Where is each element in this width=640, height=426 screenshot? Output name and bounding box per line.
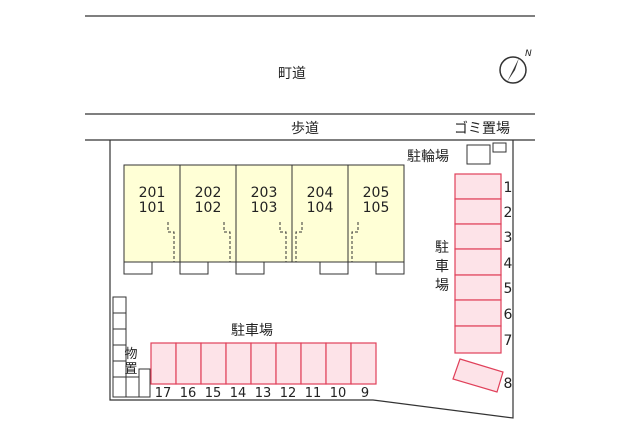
parking-right-label: 駐車場 xyxy=(435,240,449,294)
unit-upper-number: 201 xyxy=(139,185,166,201)
parking-space-9 xyxy=(350,342,377,385)
parking-number: 4 xyxy=(504,256,513,272)
unit-5: 205 105 xyxy=(347,164,405,275)
parking-space-10 xyxy=(325,342,352,385)
parking-bottom: 17 16 15 14 13 12 11 10 9 xyxy=(150,342,377,401)
parking-number: 1 xyxy=(504,180,513,196)
bicycle-parking-box xyxy=(466,144,491,165)
parking-right: 1 2 3 4 5 6 7 8 xyxy=(452,173,513,393)
parking-space-7 xyxy=(454,325,502,354)
parking-space-8 xyxy=(452,358,504,393)
parking-number: 2 xyxy=(504,205,513,221)
unit-upper-number: 204 xyxy=(307,185,334,201)
bicycle-label: 駐輪場 xyxy=(407,148,449,165)
road-label: 町道 xyxy=(278,66,306,82)
parking-number: 6 xyxy=(504,307,513,323)
parking-number: 15 xyxy=(205,386,222,401)
parking-space-4 xyxy=(454,248,502,276)
parking-space-3 xyxy=(454,223,502,250)
parking-space-12 xyxy=(275,342,302,385)
parking-number: 10 xyxy=(330,386,347,401)
garbage-box xyxy=(492,142,507,153)
building: 201 101 202 102 203 103 204 104 xyxy=(123,164,405,275)
compass-icon: N xyxy=(499,49,532,84)
unit-1: 201 101 xyxy=(123,164,181,275)
unit-lower-number: 101 xyxy=(139,200,166,216)
parking-number: 14 xyxy=(230,386,247,401)
parking-number: 3 xyxy=(504,230,513,246)
garbage-label: ゴミ置場 xyxy=(454,120,510,137)
parking-space-6 xyxy=(454,299,502,327)
parking-number: 7 xyxy=(504,333,513,349)
parking-number: 11 xyxy=(305,386,322,401)
unit-3: 203 103 xyxy=(235,164,293,275)
lot-boundary xyxy=(109,140,514,419)
unit-lower-number: 104 xyxy=(307,200,334,216)
unit-lower-number: 105 xyxy=(363,200,390,216)
parking-space-2 xyxy=(454,198,502,225)
parking-space-15 xyxy=(200,342,227,385)
parking-space-5 xyxy=(454,274,502,301)
compass-north-letter: N xyxy=(525,49,532,59)
storage-label: 物置 xyxy=(124,347,137,377)
parking-number: 13 xyxy=(255,386,272,401)
parking-number: 8 xyxy=(504,376,513,392)
parking-number: 17 xyxy=(155,386,172,401)
unit-lower-number: 103 xyxy=(251,200,278,216)
storage xyxy=(112,296,151,398)
parking-space-14 xyxy=(225,342,252,385)
sidewalk-label: 歩道 xyxy=(291,121,319,137)
unit-upper-number: 202 xyxy=(195,185,222,201)
unit-upper-number: 203 xyxy=(251,185,278,201)
parking-number: 9 xyxy=(361,386,369,401)
parking-space-11 xyxy=(300,342,327,385)
parking-space-1 xyxy=(454,173,502,200)
unit-2: 202 102 xyxy=(179,164,237,275)
parking-number: 16 xyxy=(180,386,197,401)
unit-upper-number: 205 xyxy=(363,185,390,201)
parking-bottom-label: 駐車場 xyxy=(231,322,273,339)
parking-number: 5 xyxy=(504,281,513,297)
parking-space-17 xyxy=(150,342,177,385)
unit-lower-number: 102 xyxy=(195,200,222,216)
parking-space-13 xyxy=(250,342,277,385)
parking-number: 12 xyxy=(280,386,297,401)
unit-4: 204 104 xyxy=(291,164,349,275)
parking-space-16 xyxy=(175,342,202,385)
